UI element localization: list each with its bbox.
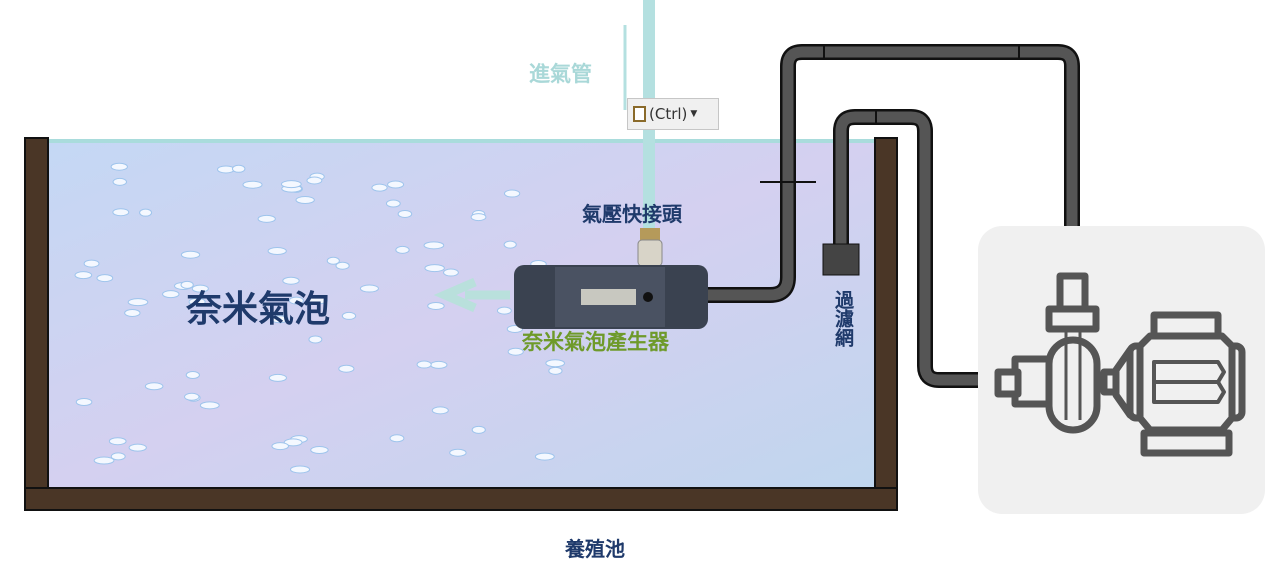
bubble: [385, 199, 401, 208]
bubble: [308, 335, 323, 344]
bubble: [416, 360, 432, 369]
bubble: [359, 284, 379, 293]
bubble: [423, 241, 445, 250]
bubble: [548, 366, 563, 375]
pond-label: 養殖池: [565, 537, 625, 561]
bubble: [503, 189, 521, 198]
bubble: [288, 296, 304, 305]
flow-arrow-icon: [433, 277, 510, 313]
bubble: [83, 259, 100, 268]
bubble: [449, 448, 467, 457]
bubble: [470, 213, 487, 222]
bubble: [191, 284, 209, 293]
bubble: [271, 442, 289, 451]
bubble: [93, 456, 115, 465]
bubble: [341, 311, 357, 320]
bubble: [395, 245, 410, 254]
bubble: [110, 162, 128, 171]
bubble: [326, 256, 340, 265]
air-inlet-label: 進氣管: [529, 62, 592, 86]
bubble: [338, 364, 355, 373]
chevron-down-icon: ▼: [690, 109, 698, 119]
bubble: [389, 434, 405, 443]
bubble: [443, 268, 459, 277]
bubble: [335, 261, 350, 270]
paste-options-button[interactable]: (Ctrl) ▼: [627, 98, 719, 130]
bubble: [75, 398, 93, 407]
pump-icon: [994, 272, 1246, 457]
bubble: [185, 371, 200, 380]
bubble: [371, 183, 388, 192]
bubble: [144, 382, 164, 391]
generator-label: 奈米氣泡產生器: [522, 330, 669, 354]
air-tube: [643, 0, 655, 265]
bubble: [268, 373, 287, 382]
bubble: [139, 208, 153, 217]
bubble: [496, 306, 512, 315]
bubble: [96, 274, 114, 283]
bubble: [108, 437, 127, 446]
filter-box: [822, 243, 860, 276]
bubble: [110, 452, 126, 461]
bubble: [257, 214, 276, 223]
bubble: [112, 208, 130, 217]
pipes: [708, 44, 1080, 388]
bubble: [280, 180, 302, 189]
bubble: [306, 176, 323, 185]
bubble: [295, 196, 315, 205]
bubble: [242, 180, 263, 189]
bubble: [283, 438, 303, 447]
bubble: [180, 250, 201, 259]
bubble: [387, 180, 405, 189]
filter-label: 過濾網: [832, 290, 854, 347]
tank-bottom: [24, 487, 898, 511]
quick-connector-label: 氣壓快接頭: [582, 202, 682, 226]
bubble: [308, 296, 328, 305]
bubble: [397, 209, 413, 218]
bubble: [507, 347, 524, 356]
bubble: [180, 280, 194, 289]
bubble: [431, 406, 449, 415]
bubble: [128, 443, 147, 452]
bubble: [503, 240, 517, 249]
nano-bubbles-label: 奈米氣泡: [186, 289, 331, 330]
bubble: [289, 465, 311, 474]
clipboard-icon: [633, 106, 646, 122]
bubble: [217, 165, 235, 174]
bubble: [188, 297, 206, 306]
tank-right-wall: [874, 137, 898, 511]
tank-left-wall: [24, 137, 49, 511]
bubble: [282, 276, 300, 285]
bubble: [545, 359, 565, 368]
bubble: [267, 247, 287, 256]
bubble: [74, 271, 93, 280]
bubble: [124, 308, 141, 317]
bubble: [231, 164, 246, 173]
quick-connector-icon: [637, 228, 663, 267]
bubble: [270, 315, 289, 324]
paste-options-label: (Ctrl): [649, 105, 688, 123]
bubble: [427, 301, 445, 310]
bubble: [127, 298, 149, 307]
bubble: [471, 425, 486, 434]
water: [48, 140, 875, 488]
bubble: [310, 446, 329, 455]
generator-icon: [514, 265, 708, 329]
bubble: [162, 290, 180, 299]
bubble: [534, 452, 555, 461]
bubble: [424, 264, 445, 273]
bubble: [184, 392, 200, 401]
bubble: [112, 177, 128, 186]
bubble: [199, 401, 220, 410]
bubble: [430, 360, 448, 369]
bubbles: [74, 162, 565, 474]
